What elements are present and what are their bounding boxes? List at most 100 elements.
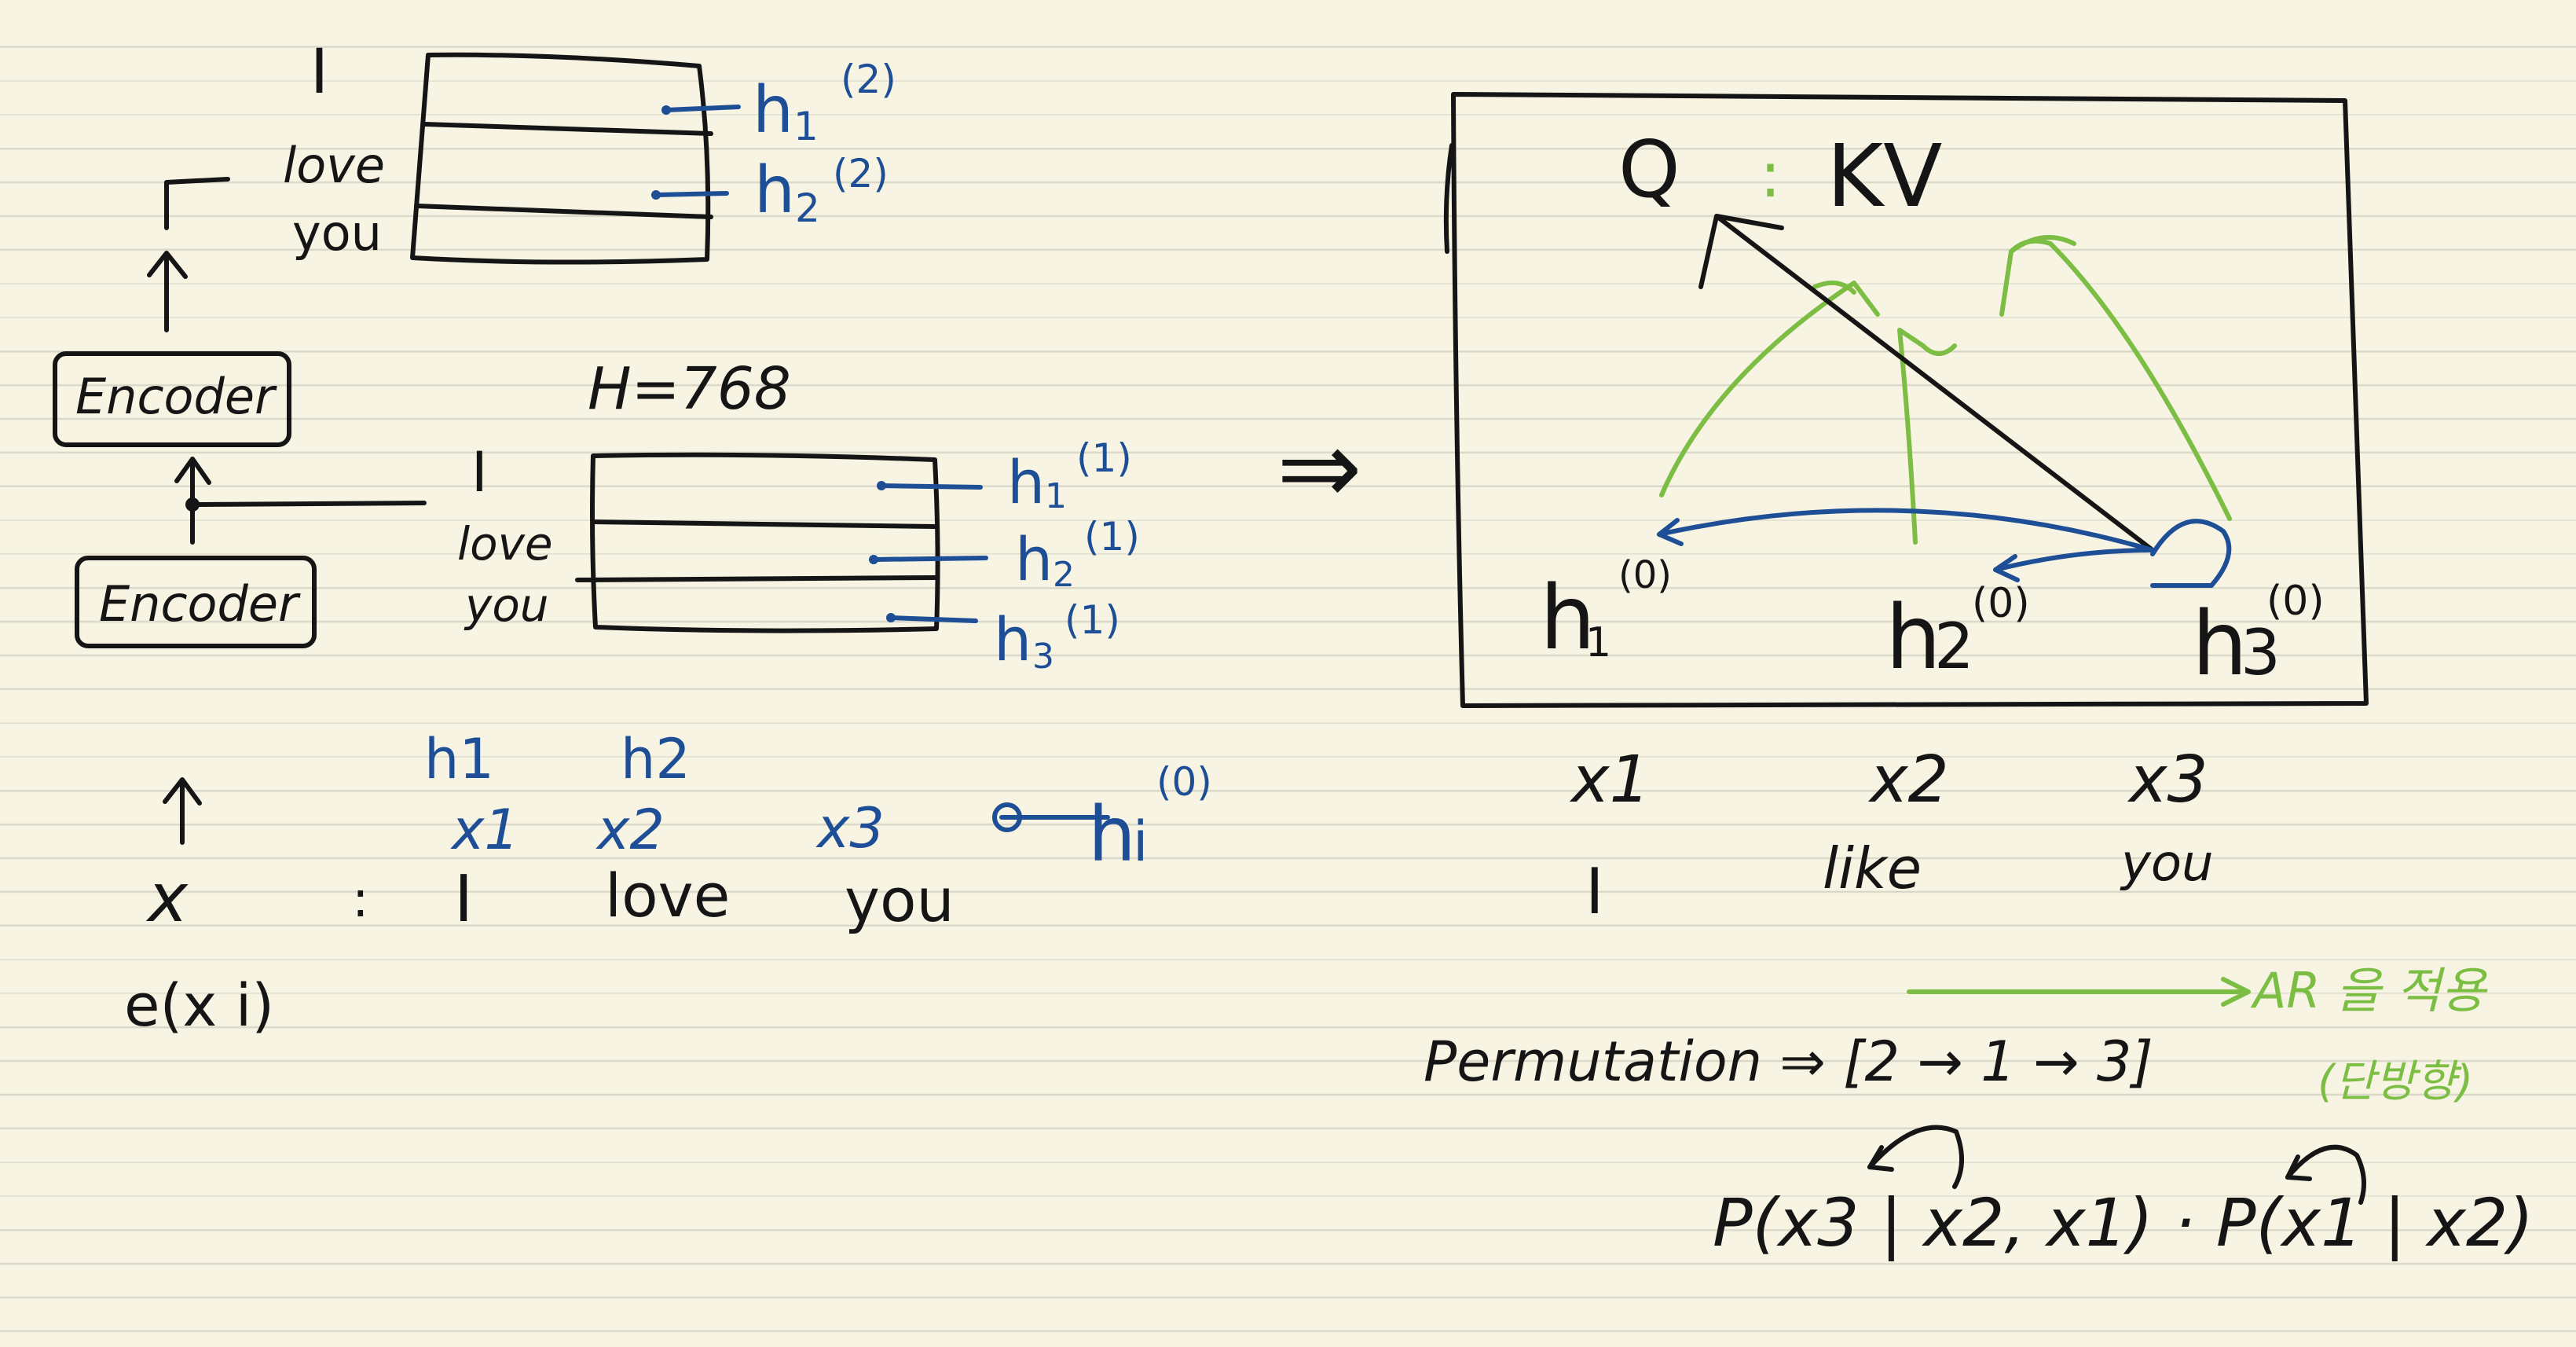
mid-output-h2-sup: (1) (1084, 514, 1140, 560)
mid-output-h3: h (994, 604, 1031, 674)
mid-output-h1-sub: 1 (1045, 476, 1067, 516)
frame-left-stroke (1443, 143, 1454, 254)
right-var-x1: x1 (1569, 743, 1651, 817)
mid-row-label-love: love (457, 517, 553, 571)
formula-arc-1-head (1867, 1145, 1894, 1172)
top-output-h1-sup: (2) (841, 57, 896, 102)
mid-hidden-table: H=768 I love you h 1 (1) h 2 (1) h 3 (1) (457, 355, 1140, 677)
kv-line-h3 (1999, 238, 2232, 521)
ar-note: AR 을 적용 (2250, 962, 2488, 1019)
hi-i: i (1133, 809, 1148, 874)
kv-line-h2 (1897, 328, 1957, 545)
node-h2-sup: (0) (1972, 580, 2030, 627)
top-output-h1: h (753, 73, 793, 148)
permutation-label: Permutation ⇒ [2 → 1 → 3] (1424, 1030, 2153, 1094)
top-output-h2: h (754, 153, 795, 228)
hi-arrow-head (992, 802, 1022, 832)
attention-self-loop (2150, 519, 2232, 588)
node-h1-sub: 1 (1585, 619, 1611, 666)
mid-output-h3-sup: (1) (1064, 597, 1120, 643)
top-output-h2-sup: (2) (833, 151, 889, 196)
header-kv: KV (1827, 126, 1942, 226)
top-table-divider-2 (414, 204, 713, 219)
mid-output-arrow-2 (871, 556, 988, 562)
input-var-x2: x2 (595, 798, 665, 862)
mid-output-h1-sup: (1) (1076, 435, 1132, 481)
attention-arc-h1 (1657, 508, 2155, 552)
top-hidden-table: I love you h 1 (2) h 2 (2) (283, 37, 896, 265)
top-row-label-love: love (283, 137, 385, 194)
kv-hook-h3 (2009, 235, 2076, 254)
mid-output-dot-3 (886, 613, 896, 622)
factorization-formula: P(x3 | x2, x1) · P(x1 | x2) (1713, 1184, 2534, 1261)
attention-arc-h2-head (1993, 554, 2020, 582)
encoder-box-bottom (75, 556, 317, 648)
right-token-like: like (1823, 835, 1922, 901)
right-token-i: I (1585, 855, 1604, 928)
node-h2-sub: 2 (1934, 610, 1974, 683)
top-output-arrow-2 (654, 191, 729, 197)
top-output-h1-sub: 1 (793, 104, 819, 149)
skip-connection-line (190, 501, 427, 507)
right-var-x3: x3 (2127, 743, 2208, 817)
node-h3-sub: 3 (2241, 616, 2281, 689)
top-row-label-i: I (310, 37, 328, 108)
right-input-row: x1 x2 x3 I like you (1569, 743, 2214, 928)
formula-arc-1 (1867, 1125, 1965, 1189)
embedding-label: e(x i) (124, 972, 274, 1040)
bracket-mark (164, 177, 230, 230)
kv-hook-h1 (1812, 280, 1856, 295)
input-var-x3: x3 (815, 796, 885, 861)
top-table-divider-1 (422, 122, 713, 136)
arrow-up-top-encoder (147, 251, 188, 332)
input-row: h1 h2 x1 x2 x3 h i (0) x : I love you e(… (124, 727, 1212, 1040)
mid-output-h2-sub: 2 (1053, 555, 1075, 595)
attention-diagram: Q : KV h 1 (0) h 2 (0) h 3 (0) (1443, 92, 2369, 708)
node-h3-sup: (0) (2266, 578, 2325, 625)
mid-row-label-i: I (471, 440, 488, 505)
attention-arc-h1-head (1657, 518, 1684, 546)
diagram-frame (1451, 92, 2369, 708)
arrow-up-from-x (163, 777, 202, 845)
node-h1-sup: (0) (1618, 553, 1672, 597)
top-output-arrow-1 (664, 105, 741, 112)
implies-arrow: ⇒ (1277, 408, 1362, 527)
input-var-x1: x1 (450, 798, 519, 862)
mid-output-h3-sub: 3 (1032, 637, 1054, 677)
token-you: you (845, 865, 955, 935)
hidden-label-h2: h2 (621, 727, 691, 791)
node-h3: h (2192, 593, 2248, 696)
input-colon: : (352, 871, 369, 929)
header-colon: : (1760, 138, 1781, 211)
hidden-label-h1: h1 (424, 727, 494, 791)
node-h2: h (1885, 587, 1941, 689)
right-var-x2: x2 (1867, 743, 1949, 817)
right-token-you: you (2120, 835, 2214, 893)
mid-output-dot-2 (869, 555, 878, 564)
node-h1: h (1540, 567, 1596, 670)
top-table-box (410, 52, 711, 265)
mid-table-box (590, 452, 940, 633)
input-x-symbol: x (145, 859, 189, 938)
header-q: Q (1618, 123, 1680, 215)
formula-arc-2-head (2285, 1154, 2312, 1181)
permutation-section: AR 을 적용 (단방향) Permutation ⇒ [2 → 1 → 3] … (1424, 962, 2534, 1261)
mid-output-h2: h (1015, 524, 1053, 594)
token-i: I (454, 862, 473, 937)
attention-arc-h2 (1993, 548, 2155, 572)
top-output-h2-sub: 2 (795, 185, 820, 231)
mid-output-h1: h (1007, 447, 1045, 517)
hidden-dim-label: H=768 (588, 355, 791, 423)
top-output-dot-1 (661, 105, 671, 115)
mid-output-arrow-1 (879, 483, 983, 490)
ar-arrow (1907, 977, 2251, 1007)
mid-table-divider-1 (591, 519, 937, 529)
encoder-label-top: Encoder (75, 368, 277, 425)
mid-output-dot-1 (877, 481, 886, 490)
mid-output-arrow-3 (889, 615, 978, 623)
top-row-label-you: you (292, 204, 382, 262)
top-output-dot-2 (651, 190, 661, 200)
mid-row-label-you: you (464, 578, 549, 632)
